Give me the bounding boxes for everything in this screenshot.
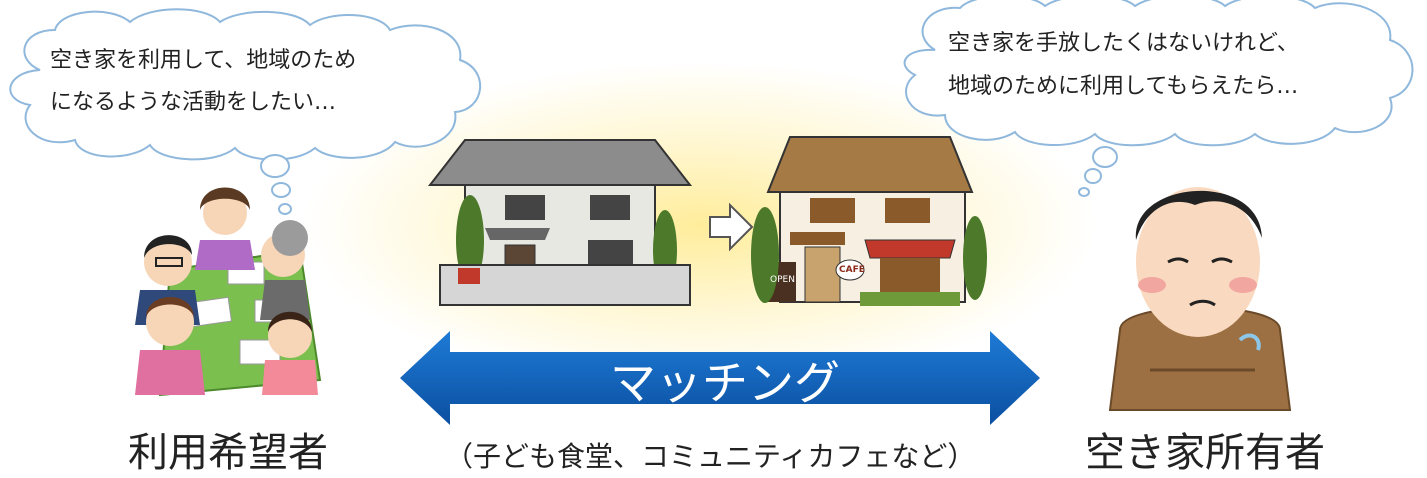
left-bubble-line2: になるような活動をしたい…	[50, 90, 337, 115]
left-bubble-line1: 空き家を利用して、地域のため	[50, 48, 357, 73]
right-bubble-line1: 空き家を手放したくはないけれど、	[948, 31, 1299, 56]
cafe-sign: CAFE	[839, 265, 865, 275]
user-label: 利用希望者	[128, 430, 328, 476]
matching-label: マッチング	[610, 356, 840, 410]
owner-label: 空き家所有者	[1085, 430, 1325, 476]
examples-caption: （子ども食堂、コミュニティカフェなど）	[445, 440, 976, 473]
right-bubble-line2: 地域のために利用してもらえたら…	[948, 74, 1299, 99]
open-sign: OPEN	[770, 275, 795, 285]
